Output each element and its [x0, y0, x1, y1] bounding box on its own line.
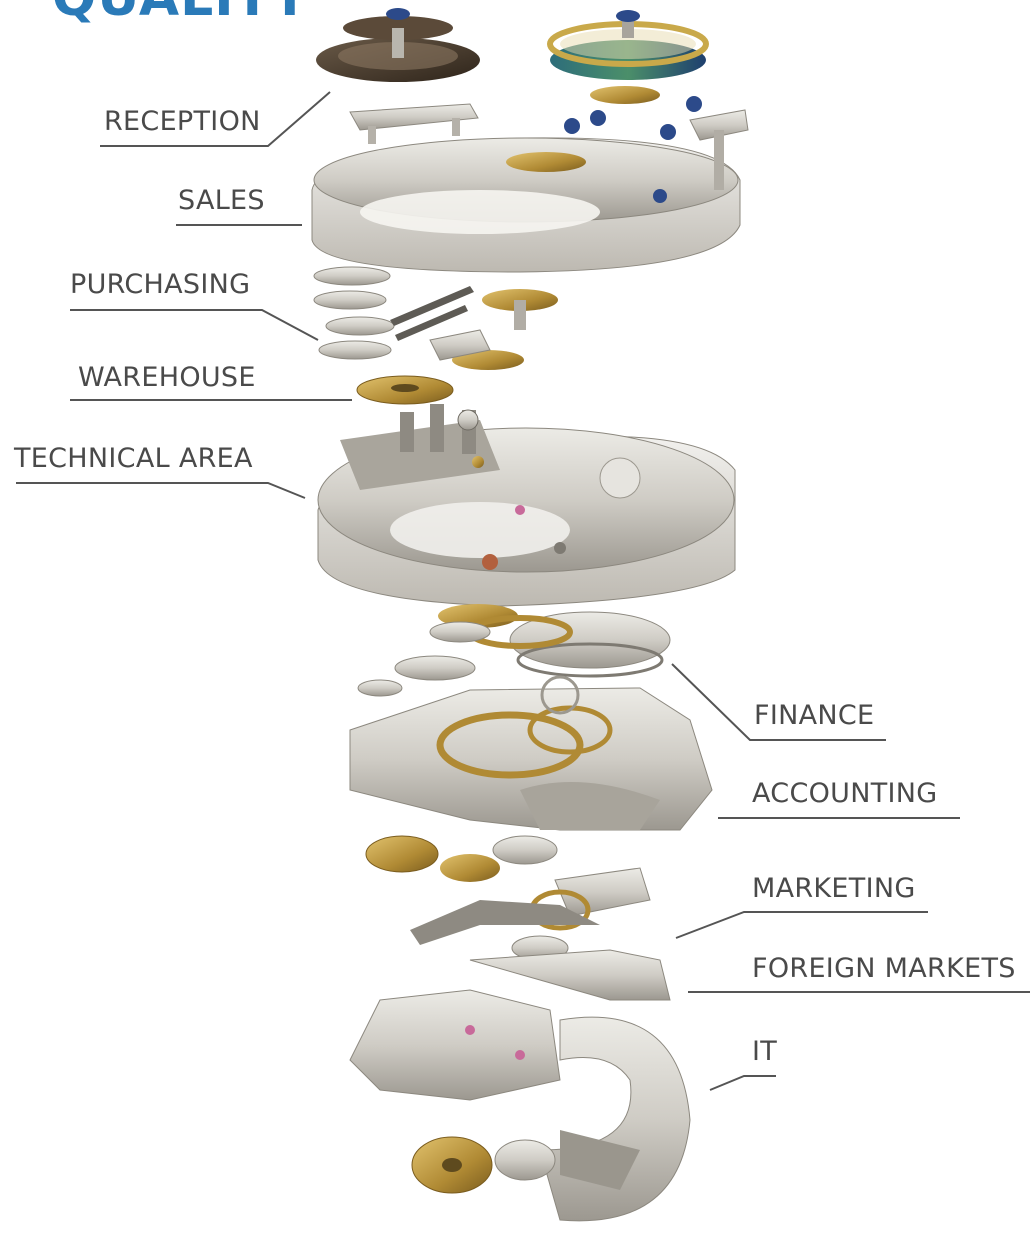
- label-purchasing: PURCHASING: [70, 269, 251, 300]
- label-finance: FINANCE: [754, 700, 875, 731]
- page-title: QUALITY: [52, 0, 310, 24]
- leader-line-reception: [100, 91, 331, 147]
- marketing-gears: [365, 835, 651, 961]
- bottom-plate: [349, 949, 691, 1222]
- leader-line-finance: [671, 663, 886, 741]
- leader-lines: [16, 91, 1030, 1091]
- label-reception: RECEPTION: [104, 106, 261, 137]
- leader-line-marketing: [675, 911, 928, 939]
- small-bridge: [349, 103, 479, 144]
- label-foreign-markets: FOREIGN MARKETS: [752, 953, 1016, 984]
- leader-line-purchasing: [70, 309, 319, 341]
- leader-line-technical-area: [16, 482, 306, 499]
- label-sales: SALES: [178, 185, 265, 216]
- balance-wheel-top: [547, 10, 709, 104]
- main-plate: [317, 404, 736, 607]
- label-it: IT: [752, 1036, 778, 1067]
- warehouse-gear: [356, 375, 454, 405]
- purchasing-gears: [313, 266, 558, 370]
- label-marketing: MARKETING: [752, 873, 916, 904]
- top-dark-wheel: [316, 8, 480, 82]
- label-warehouse: WAREHOUSE: [78, 362, 256, 393]
- top-plate: [311, 96, 749, 273]
- label-accounting: ACCOUNTING: [752, 778, 938, 809]
- finance-gears: [357, 604, 671, 697]
- leader-line-it: [709, 1075, 776, 1091]
- label-technical-area: TECHNICAL AREA: [14, 443, 253, 474]
- accounting-plate: [349, 675, 713, 831]
